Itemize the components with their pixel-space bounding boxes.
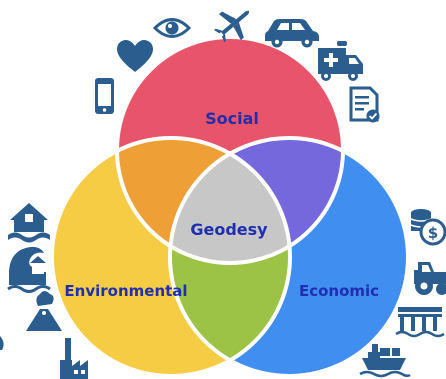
eye-icon (152, 18, 192, 38)
pier-bridge-icon (395, 307, 445, 338)
svg-text:$: $ (428, 224, 438, 242)
ambulance-icon (318, 41, 363, 81)
tsunami-wave-icon (7, 246, 51, 293)
factory-icon (60, 338, 88, 379)
car-icon (265, 19, 319, 48)
geodesy-label: Geodesy (190, 220, 268, 239)
environmental-label: Environmental (64, 282, 187, 300)
social-label: Social (205, 109, 259, 128)
tractor-icon (414, 262, 446, 295)
volcano-icon (26, 291, 62, 331)
airplane-icon (214, 10, 250, 43)
smartphone-icon (95, 78, 114, 114)
certificate-document-icon (349, 86, 380, 123)
coins-dollar-icon: $ (410, 209, 446, 246)
cargo-ship-icon (359, 344, 411, 378)
flooded-house-icon (8, 203, 50, 243)
economic-label: Economic (299, 282, 379, 300)
heart-icon (117, 40, 153, 72)
drop-icon (0, 336, 4, 350)
